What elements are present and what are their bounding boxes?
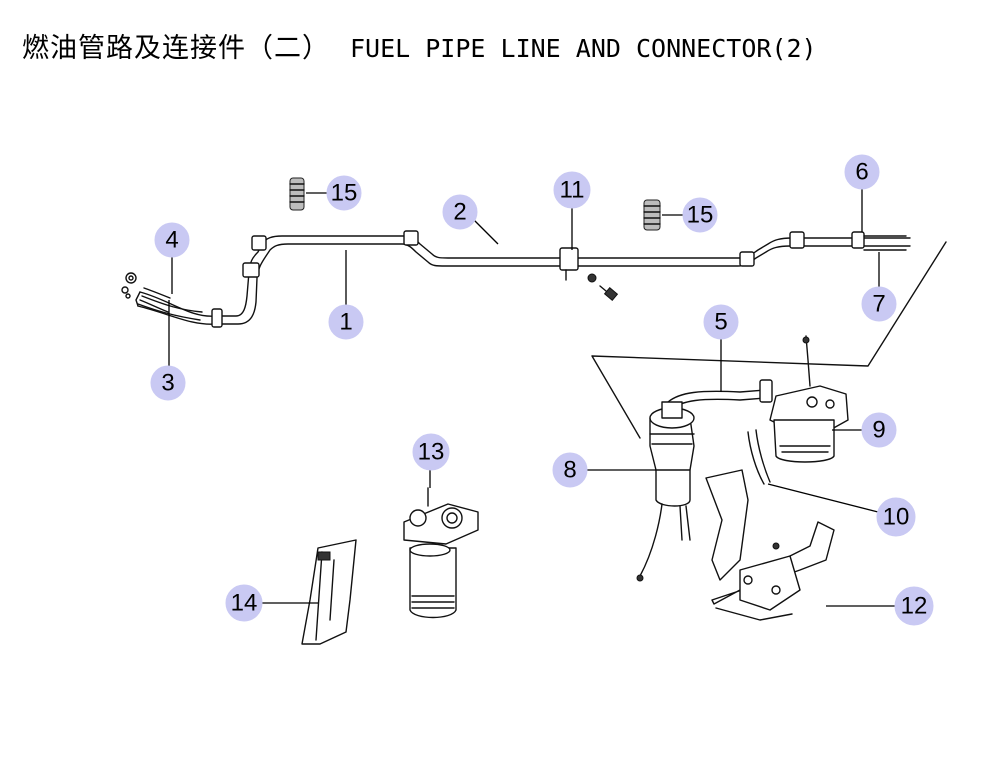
title-english: FUEL PIPE LINE AND CONNECTOR(2) [350,34,817,63]
callout-15b: 15 [682,197,718,233]
callout-3-label: 3 [161,370,174,397]
callout-1: 1 [328,304,364,340]
callout-10-label: 10 [883,504,910,531]
callout-10: 10 [876,497,916,537]
fuel-filter-8 [636,401,695,582]
callout-4-label: 4 [165,227,178,254]
callout-5-label: 5 [714,309,727,336]
callout-13-label: 13 [418,439,445,466]
callout-8: 8 [552,452,588,488]
callout-7: 7 [861,286,897,322]
page-title: 燃油管路及连接件（二） FUEL PIPE LINE AND CONNECTOR(… [22,26,817,65]
hose-clip-spring-a [289,177,305,211]
callout-7-label: 7 [872,291,885,318]
fuel-pipe-upper [121,230,911,328]
fuel-filter-13 [403,487,479,619]
callout-8-label: 8 [563,457,576,484]
callout-14-label: 14 [231,590,258,617]
callout-15b-label: 15 [687,202,714,229]
bolt-icon [587,273,619,301]
callout-4: 4 [154,222,190,258]
callout-9: 9 [861,412,897,448]
callout-9-label: 9 [872,417,885,444]
callout-5: 5 [703,304,739,340]
fuel-filter-9 [769,335,849,463]
callout-6: 6 [844,154,880,190]
callout-6-label: 6 [855,159,868,186]
callout-11: 11 [553,171,591,209]
clip-icon [121,272,137,299]
bracket-12 [705,469,835,621]
callout-11-label: 11 [560,177,585,204]
callout-14: 14 [225,584,263,622]
callout-1-label: 1 [339,309,352,336]
callout-2-label: 2 [453,199,466,226]
title-chinese: 燃油管路及连接件（二） [22,33,330,64]
callout-13: 13 [412,433,450,471]
callout-15a-label: 15 [331,180,358,207]
bracket-14 [301,539,357,645]
hose-clip-spring-b [643,199,661,231]
callout-15a: 15 [326,175,362,211]
callout-12-label: 12 [901,593,928,620]
callout-2: 2 [442,194,478,230]
leader-lines [168,188,895,607]
callout-12: 12 [894,586,934,626]
short-hoses [139,287,171,313]
callout-3: 3 [150,365,186,401]
